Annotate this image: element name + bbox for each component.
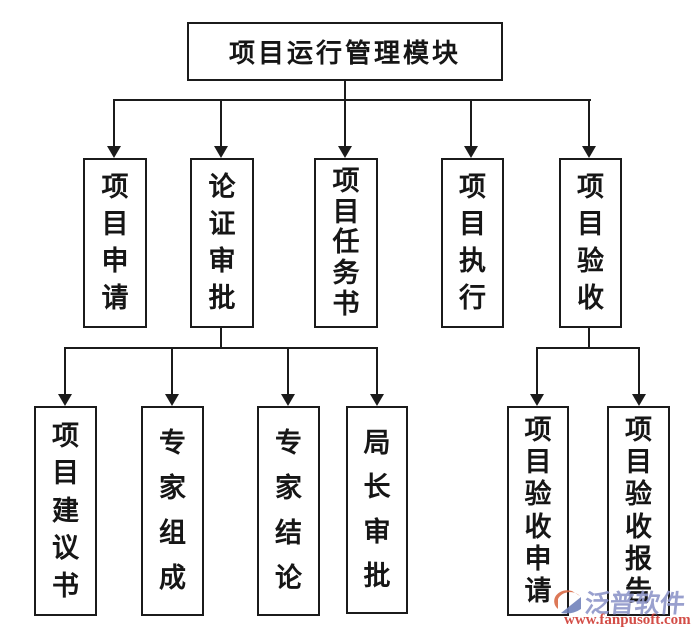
node-acceptance-report: 项目验收报告 <box>607 406 670 616</box>
node-label: 项目执行 <box>459 172 486 313</box>
connector-line <box>171 347 173 394</box>
connector-line <box>536 347 538 394</box>
arrowhead-down-icon <box>582 146 596 158</box>
arrowhead-down-icon <box>58 394 72 406</box>
node-director-approval: 局长审批 <box>346 406 408 614</box>
node-label: 项目验收 <box>577 172 604 313</box>
node-project-proposal: 项目建议书 <box>34 406 97 616</box>
node-label: 项目验收申请 <box>524 415 552 606</box>
node-label: 项目建议书 <box>52 420 79 601</box>
arrowhead-down-icon <box>338 146 352 158</box>
connector-line <box>376 347 378 394</box>
connector-line <box>220 99 222 147</box>
arrowhead-down-icon <box>107 146 121 158</box>
node-project-task-document: 项目任务书 <box>314 158 378 328</box>
connector-line <box>220 328 222 349</box>
node-label: 项目任务书 <box>332 165 360 320</box>
arrowhead-down-icon <box>464 146 478 158</box>
node-project-execution: 项目执行 <box>441 158 504 328</box>
node-acceptance-application: 项目验收申请 <box>507 406 569 616</box>
connector-line <box>287 347 289 394</box>
node-label: 项目验收报告 <box>625 415 652 606</box>
arrowhead-down-icon <box>370 394 384 406</box>
connector-line <box>113 99 115 147</box>
connector-line <box>344 81 346 101</box>
node-project-application: 项目申请 <box>83 158 147 328</box>
node-label: 专家结论 <box>275 428 302 593</box>
connector-line <box>114 99 591 101</box>
connector-line <box>344 99 346 147</box>
node-expert-conclusion: 专家结论 <box>257 406 320 616</box>
node-label: 项目申请 <box>101 172 129 313</box>
connector-line <box>537 347 640 349</box>
arrowhead-down-icon <box>632 394 646 406</box>
arrowhead-down-icon <box>281 394 295 406</box>
arrowhead-down-icon <box>165 394 179 406</box>
connector-line <box>470 99 472 147</box>
node-label: 论证审批 <box>208 172 236 313</box>
node-expert-panel: 专家组成 <box>141 406 204 616</box>
node-project-acceptance: 项目验收 <box>559 158 622 328</box>
connector-line <box>64 347 66 394</box>
node-project-run-management: 项目运行管理模块 <box>187 22 503 81</box>
node-review-approval: 论证审批 <box>190 158 254 328</box>
connector-line <box>588 328 590 349</box>
node-label: 项目运行管理模块 <box>228 39 461 68</box>
node-label: 专家组成 <box>159 428 186 593</box>
connector-line <box>588 99 590 147</box>
arrowhead-down-icon <box>214 146 228 158</box>
connector-line <box>65 347 378 349</box>
node-label: 局长审批 <box>363 427 391 592</box>
connector-line <box>638 347 640 394</box>
arrowhead-down-icon <box>530 394 544 406</box>
